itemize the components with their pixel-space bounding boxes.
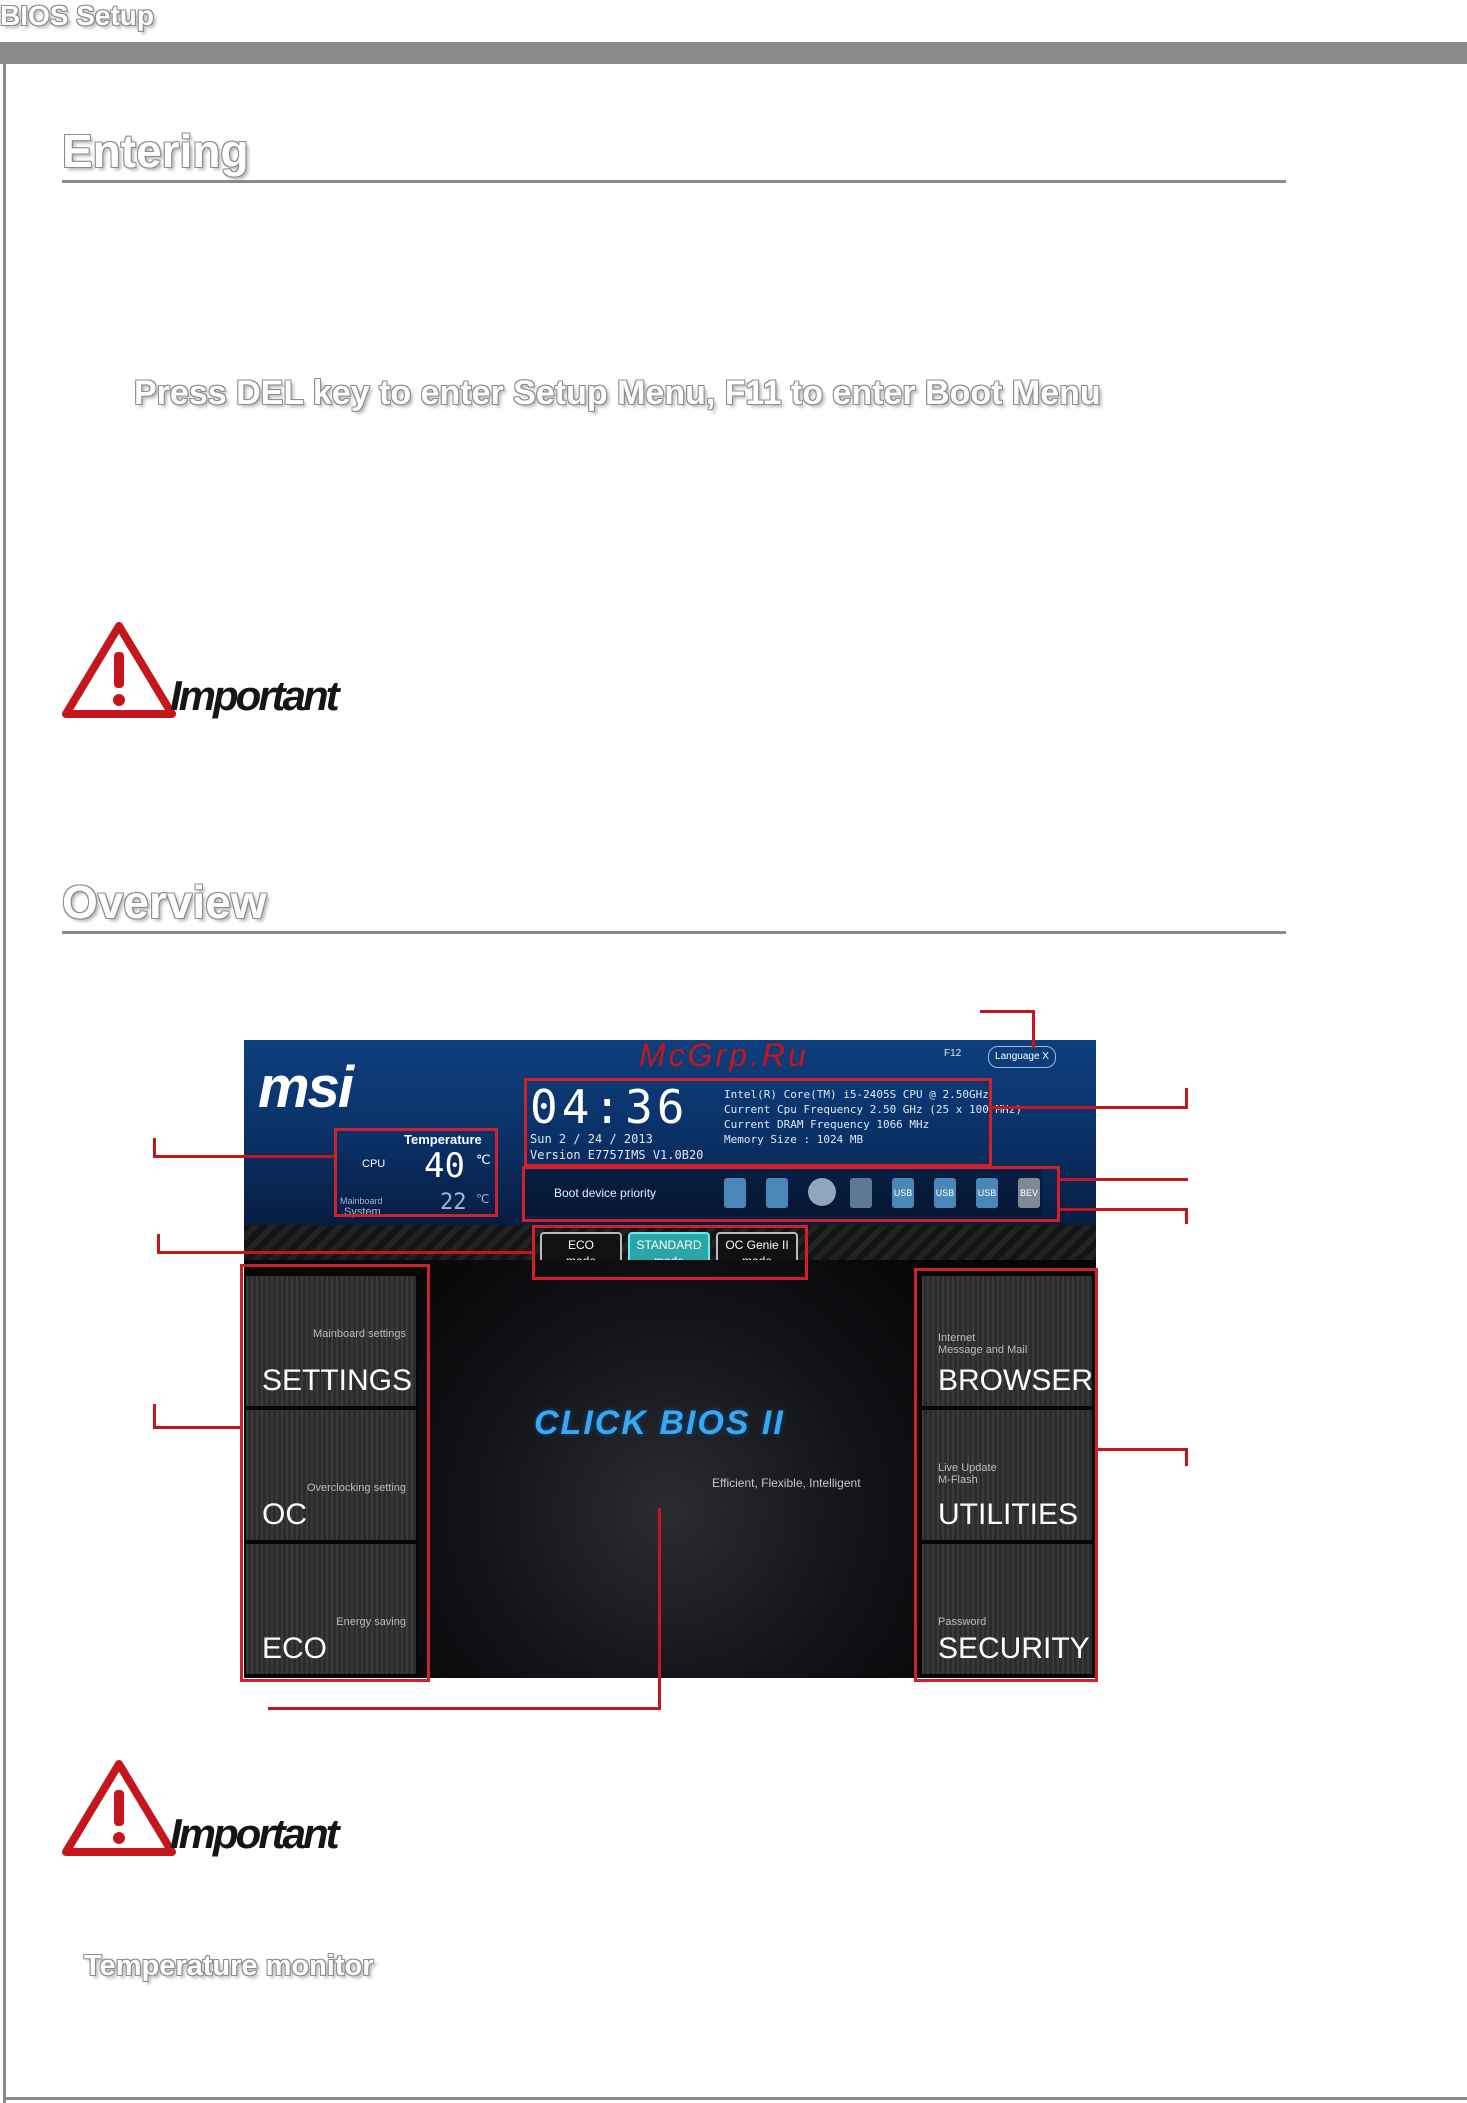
callout-line — [1098, 1448, 1188, 1451]
callout-line — [1060, 1178, 1188, 1181]
cpu-temp-value: 40 — [424, 1146, 465, 1186]
section-title-overview: Overview — [62, 876, 267, 928]
mainboard-label: Mainboard — [340, 1196, 383, 1206]
mode-label: OC Genie II — [725, 1238, 789, 1252]
bios-version: Version E7757IMS V1.0B20 — [530, 1148, 704, 1162]
tile-subtitle: Password — [938, 1616, 987, 1628]
drive-icon[interactable] — [766, 1178, 788, 1208]
cpu-info-line: Current DRAM Frequency 1066 MHz — [724, 1118, 930, 1131]
cpu-info-line: Memory Size : 1024 MB — [724, 1133, 864, 1146]
center-display-area — [419, 1260, 919, 1678]
callout-line — [1060, 1208, 1188, 1211]
security-menu-tile[interactable]: Password SECURITY — [922, 1544, 1092, 1674]
utilities-menu-tile[interactable]: Live Update M-Flash UTILITIES — [922, 1410, 1092, 1540]
left-menu-highlight-box — [240, 1264, 430, 1682]
callout-line — [1032, 1010, 1035, 1048]
f12-screenshot-hint[interactable]: F12 — [944, 1048, 962, 1059]
card-reader-icon[interactable] — [850, 1178, 872, 1208]
mode-buttons-highlight-box — [532, 1225, 808, 1280]
temperature-monitor-label: Temperature monitor — [84, 1950, 374, 1982]
click-bios-logo: CLICK BIOS II — [534, 1404, 785, 1442]
browser-menu-tile[interactable]: Internet Message and Mail BROWSER — [922, 1276, 1094, 1406]
header-bar — [0, 42, 1467, 64]
system-temp-value: 22 — [440, 1190, 467, 1215]
bottom-page-rule — [3, 2097, 1467, 2100]
bios-tagline: Efficient, Flexible, Intelligent — [712, 1476, 861, 1490]
usb-device-icon[interactable]: USB — [976, 1178, 998, 1208]
tile-subtitle: Mainboard settings — [313, 1328, 406, 1340]
left-page-rule — [3, 42, 6, 2103]
callout-line — [157, 1234, 160, 1254]
eco-menu-tile[interactable]: Energy saving ECO — [246, 1544, 416, 1674]
boot-priority-highlight-box — [522, 1166, 1060, 1222]
mode-label: ECO — [567, 1238, 594, 1252]
boot-priority-label: Boot device priority — [554, 1186, 657, 1200]
tile-title: OC — [262, 1498, 307, 1531]
callout-line — [990, 1106, 1188, 1109]
tile-title: ECO — [262, 1632, 328, 1665]
network-boot-icon[interactable]: BEV — [1018, 1178, 1040, 1208]
tile-title: BROWSER — [938, 1364, 1094, 1397]
running-head: BIOS Setup — [0, 0, 155, 31]
msi-logo: msi — [258, 1055, 354, 1120]
callout-line — [153, 1155, 334, 1158]
cpu-temp-unit: ℃ — [476, 1152, 491, 1167]
right-menu-highlight-box — [914, 1268, 1098, 1682]
usb-device-icon[interactable]: USB — [892, 1178, 914, 1208]
usb-stick-icon[interactable] — [724, 1178, 746, 1208]
system-clock: 04:36 — [530, 1080, 689, 1134]
tile-title: SECURITY — [938, 1632, 1090, 1665]
warning-triangle-icon — [62, 622, 176, 718]
tile-subtitle: Live Update M-Flash — [938, 1462, 997, 1486]
warning-triangle-icon — [62, 1760, 176, 1856]
press-del-message: Press DEL key to enter Setup Menu, F11 t… — [134, 374, 1101, 412]
callout-line — [1185, 1448, 1188, 1466]
callout-line — [153, 1404, 156, 1429]
oc-menu-tile[interactable]: Overclocking setting OC — [246, 1410, 416, 1540]
callout-line — [980, 1010, 1034, 1013]
important-label: Important — [170, 1810, 340, 1857]
cpu-info-line: Intel(R) Core(TM) i5-2405S CPU @ 2.50GHz — [724, 1088, 989, 1101]
tile-subtitle: Internet Message and Mail — [938, 1332, 1028, 1356]
system-info-highlight-box — [524, 1078, 992, 1167]
callout-line — [658, 1508, 661, 1710]
settings-menu-tile[interactable]: Mainboard settings SETTINGS — [246, 1276, 416, 1406]
tile-title: SETTINGS — [262, 1364, 413, 1397]
cpu-info-line: Current Cpu Frequency 2.50 GHz (25 x 100… — [724, 1103, 1023, 1116]
temperature-highlight-box — [334, 1128, 498, 1217]
section-rule-overview — [62, 931, 1286, 934]
section-title-entering: Entering — [62, 125, 249, 177]
tile-subtitle: Overclocking setting — [306, 1482, 406, 1494]
tile-subtitle: Energy saving — [336, 1616, 406, 1628]
callout-line — [1185, 1208, 1188, 1224]
callout-line — [268, 1707, 661, 1710]
system-date: Sun 2 / 24 / 2013 — [530, 1132, 653, 1146]
optical-disc-icon[interactable] — [808, 1178, 836, 1206]
usb-device-icon[interactable]: USB — [934, 1178, 956, 1208]
important-label: Important — [170, 672, 340, 719]
language-button[interactable]: Language X — [988, 1046, 1056, 1068]
system-temp-unit: ℃ — [476, 1192, 490, 1206]
bios-screenshot: msi McGrp.Ru F12 Language X 04:36 Sun 2 … — [244, 1040, 1096, 1678]
callout-line — [157, 1251, 534, 1254]
callout-line — [153, 1138, 156, 1158]
callout-line — [153, 1426, 240, 1429]
section-rule-entering — [62, 180, 1286, 183]
tile-title: UTILITIES — [938, 1498, 1079, 1531]
mode-label: STANDARD — [636, 1238, 702, 1252]
callout-line — [1185, 1088, 1188, 1108]
watermark: McGrp.Ru — [639, 1040, 809, 1073]
cpu-temp-label: CPU — [362, 1158, 386, 1170]
temperature-title: Temperature — [404, 1132, 482, 1147]
